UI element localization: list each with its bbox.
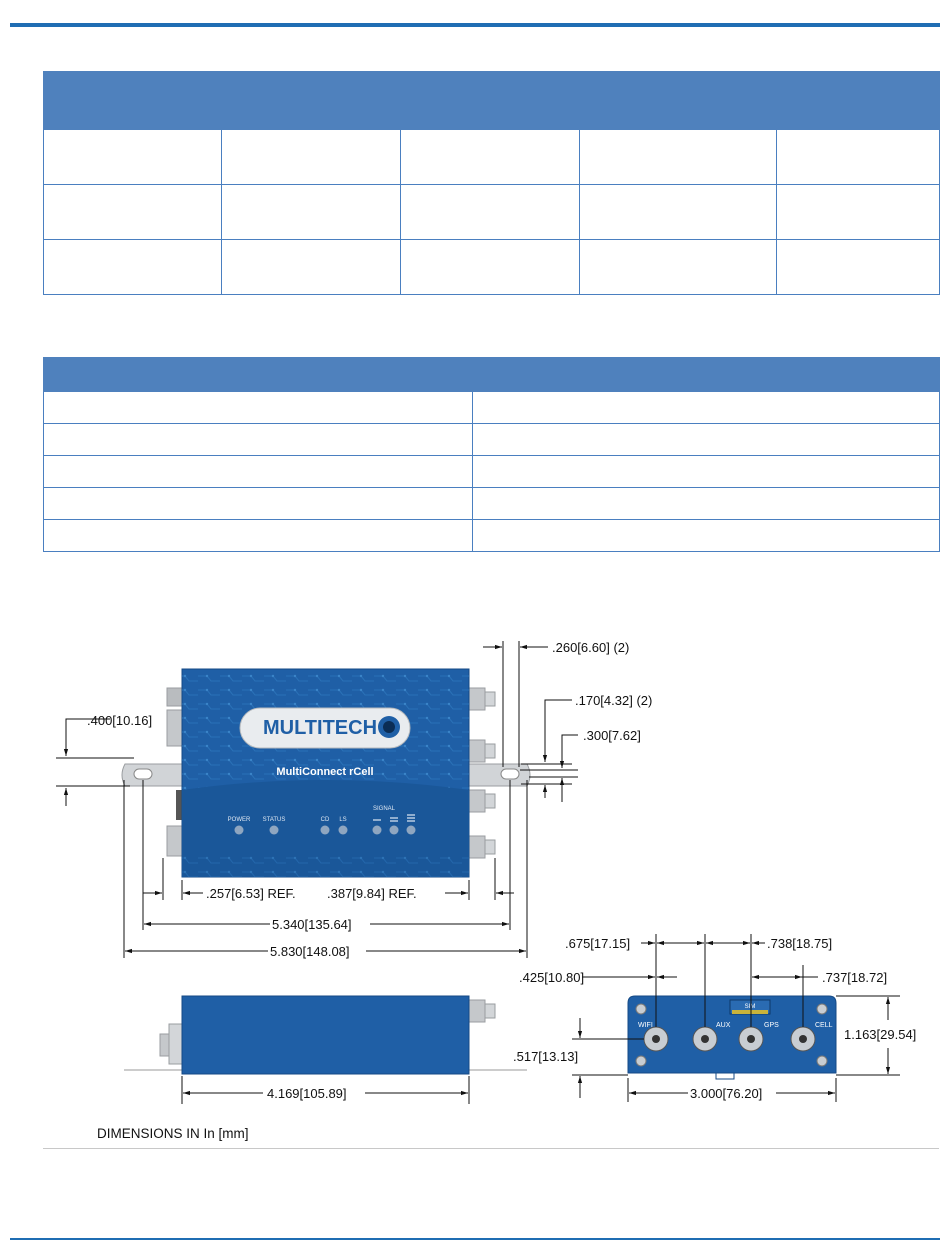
header-cell — [579, 71, 778, 130]
header-cell — [776, 71, 941, 130]
table-row — [43, 423, 940, 456]
cd-led-label: CD — [321, 817, 330, 823]
table-cell — [43, 519, 473, 552]
table-row — [43, 455, 940, 488]
table-row — [43, 129, 941, 185]
table-cell — [43, 239, 222, 295]
footer-rule — [10, 1238, 940, 1240]
dim-overall-width: 5.830[148.08] — [270, 944, 350, 959]
table-cell — [472, 423, 940, 456]
table-cell — [472, 391, 940, 424]
table-cell — [221, 129, 401, 185]
table-cell — [579, 184, 778, 240]
table-row — [43, 519, 940, 552]
dim-ref-right: .387[9.84] REF. — [327, 886, 417, 901]
table-cell — [399, 129, 581, 185]
table-cell — [43, 455, 473, 488]
table-row — [43, 487, 940, 520]
dim-end-width: 3.000[76.20] — [690, 1086, 762, 1101]
table-cell — [776, 239, 941, 295]
ls-led-label: LS — [339, 817, 346, 823]
dim-hole-spacing: 5.340[135.64] — [272, 917, 352, 932]
dim-port-center: .517[13.13] — [513, 1049, 578, 1064]
product-name: MultiConnect rCell — [276, 766, 373, 778]
table-row — [43, 391, 940, 424]
side-view — [124, 995, 527, 1075]
table-cell — [43, 129, 222, 185]
side-dimensions — [181, 1076, 470, 1104]
signal-bars-icon — [373, 814, 415, 822]
dim-port0: .425[10.80] — [519, 970, 584, 985]
table-cell — [776, 184, 941, 240]
table-cell — [399, 184, 581, 240]
divider — [43, 1148, 939, 1149]
table-cell — [399, 239, 581, 295]
spec-table-2 — [43, 357, 940, 552]
dim-ear-height: .400[10.16] — [87, 713, 152, 728]
dimensions-caption: DIMENSIONS IN In [mm] — [97, 1126, 249, 1141]
spec-table-1 — [42, 71, 941, 295]
dim-ear-thickness: .300[7.62] — [583, 728, 641, 743]
signal-label: SIGNAL — [373, 806, 396, 812]
table-cell — [43, 487, 473, 520]
table-cell — [221, 239, 401, 295]
sim-label: SIM — [745, 1004, 756, 1010]
led-indicators — [234, 825, 416, 835]
brand-logo: MULTITECH — [263, 717, 377, 739]
front-view: MULTITECH MultiConnect rCell POWER STATU… — [121, 668, 531, 878]
power-led-label: POWER — [228, 817, 251, 823]
table-cell — [472, 455, 940, 488]
table-cell — [776, 129, 941, 185]
port-label-wifi: WIFI — [638, 1022, 653, 1029]
table-cell — [579, 129, 778, 185]
table-row — [43, 239, 941, 295]
header-cell — [42, 71, 581, 130]
dim-hole-dia: .260[6.60] (2) — [552, 640, 629, 655]
port-label-cell: CELL — [815, 1022, 833, 1029]
port-label-gps: GPS — [764, 1022, 779, 1029]
dimension-drawing: MULTITECH MultiConnect rCell POWER STATU… — [56, 640, 916, 1104]
dim-port3: .737[18.72] — [822, 970, 887, 985]
table-cell — [472, 487, 940, 520]
dim-length: 4.169[105.89] — [267, 1086, 347, 1101]
table-cell — [221, 184, 401, 240]
dim-slot: .170[4.32] (2) — [575, 693, 652, 708]
front-dimensions — [56, 641, 578, 958]
table-header-row — [42, 71, 941, 130]
header-cell — [43, 357, 940, 392]
dim-ref-left: .257[6.53] REF. — [206, 886, 296, 901]
table-cell — [43, 423, 473, 456]
table-row — [43, 184, 941, 240]
status-led-label: STATUS — [263, 817, 286, 823]
dim-port2: .738[18.75] — [767, 936, 832, 951]
table-cell — [43, 391, 473, 424]
table-cell — [43, 184, 222, 240]
end-dimensions — [572, 934, 900, 1102]
end-view: SIM WIFI AUX GPS CELL — [627, 995, 837, 1080]
port-label-aux: AUX — [716, 1022, 731, 1029]
sma-ports — [643, 1026, 816, 1052]
dim-end-height: 1.163[29.54] — [844, 1027, 916, 1042]
table-cell — [472, 519, 940, 552]
dim-port1: .675[17.15] — [565, 936, 630, 951]
header-rule — [10, 23, 940, 27]
table-header-row — [43, 357, 940, 392]
table-cell — [579, 239, 778, 295]
